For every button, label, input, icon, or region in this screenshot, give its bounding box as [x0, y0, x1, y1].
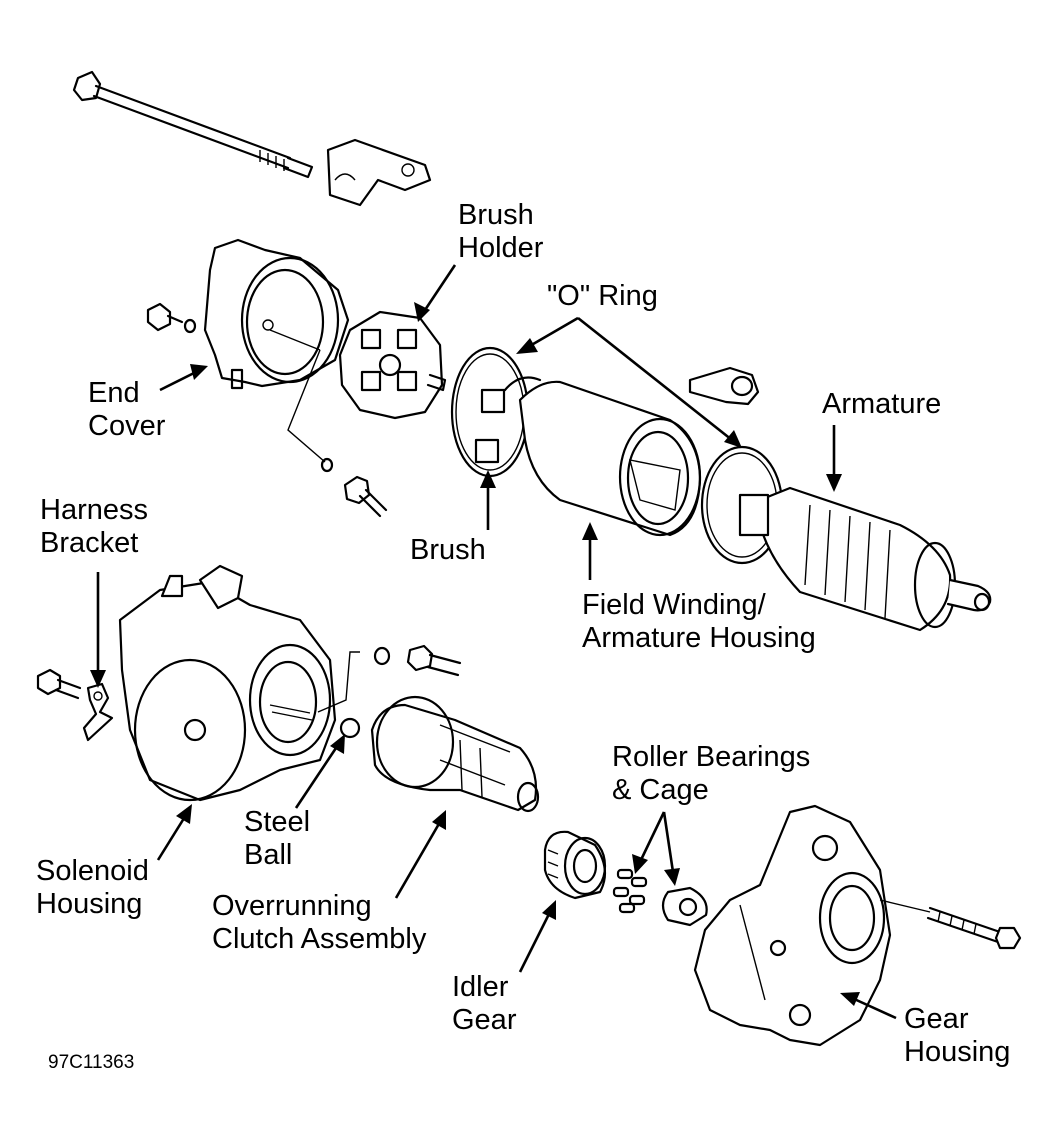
overrunning-clutch-label-line2: Clutch Assembly	[212, 923, 427, 955]
steel-ball-label: Steel Ball	[244, 806, 310, 872]
gear-housing-label-line1: Gear	[904, 1003, 969, 1035]
field-winding-label-line2: Armature Housing	[582, 622, 816, 654]
roller-bearings-label-line2: & Cage	[612, 774, 709, 806]
steel-ball-label-line2: Ball	[244, 839, 293, 871]
figure-code: 97C11363	[48, 1052, 135, 1073]
idler-gear-label-line2: Gear	[452, 1004, 517, 1036]
roller-bearings-label: Roller Bearings & Cage	[612, 741, 810, 807]
solenoid-housing	[118, 564, 337, 802]
field-winding-label-line1: Field Winding/	[582, 589, 766, 621]
end-cover	[203, 238, 350, 390]
overrunning-clutch-label-line1: Overrunning	[212, 890, 372, 922]
brush-holder-label-line2: Holder	[458, 232, 544, 264]
ring-terminal	[688, 366, 760, 406]
overrunning-clutch-label: Overrunning Clutch Assembly	[212, 890, 426, 956]
end-cover-screw	[146, 302, 197, 334]
field-winding-housing	[474, 376, 702, 537]
gear-housing-label-line2: Housing	[904, 1036, 1011, 1068]
brush-label: Brush	[410, 534, 486, 566]
brush-holder-label: Brush Holder	[458, 199, 543, 265]
gear-housing-bolt	[879, 899, 1022, 950]
end-cover-label-line2: Cover	[88, 410, 166, 442]
armature-label: Armature	[822, 388, 942, 420]
solenoid-screw	[317, 644, 462, 713]
roller-bearings-label-line1: Roller Bearings	[612, 741, 811, 773]
harness-clip	[326, 138, 432, 207]
brush-holder-label-line1: Brush	[458, 199, 534, 231]
end-cover-label-line1: End	[88, 377, 140, 409]
assembly-guide-1	[287, 349, 326, 463]
solenoid-housing-label-line2: Housing	[36, 888, 143, 920]
idler-gear-label: Idler Gear	[452, 971, 516, 1037]
harness-bracket-label-line2: Bracket	[40, 527, 139, 559]
through-bolt	[72, 70, 314, 179]
end-cover-label: End Cover	[88, 377, 165, 443]
solenoid-housing-label-line1: Solenoid	[36, 855, 149, 887]
harness-bracket-bolt	[36, 668, 114, 742]
field-winding-label: Field Winding/ Armature Housing	[582, 589, 816, 655]
end-cover-bolt	[320, 457, 388, 518]
harness-bracket-label-line1: Harness	[40, 494, 148, 526]
idler-gear	[543, 830, 607, 900]
gear-housing	[693, 804, 892, 1047]
idler-gear-label-line1: Idler	[452, 971, 509, 1003]
solenoid-housing-label: Solenoid Housing	[36, 855, 149, 921]
brush-holder	[338, 310, 447, 420]
harness-bracket-label: Harness Bracket	[40, 494, 148, 560]
overrunning-clutch	[370, 695, 540, 813]
steel-ball-label-line1: Steel	[244, 806, 311, 838]
armature	[738, 486, 992, 632]
o-ring-label: "O" Ring	[547, 280, 658, 312]
gear-housing-label: Gear Housing	[904, 1003, 1010, 1069]
leader-arrows	[90, 264, 897, 1020]
steel-ball	[339, 717, 361, 739]
roller-bearings	[612, 868, 708, 927]
